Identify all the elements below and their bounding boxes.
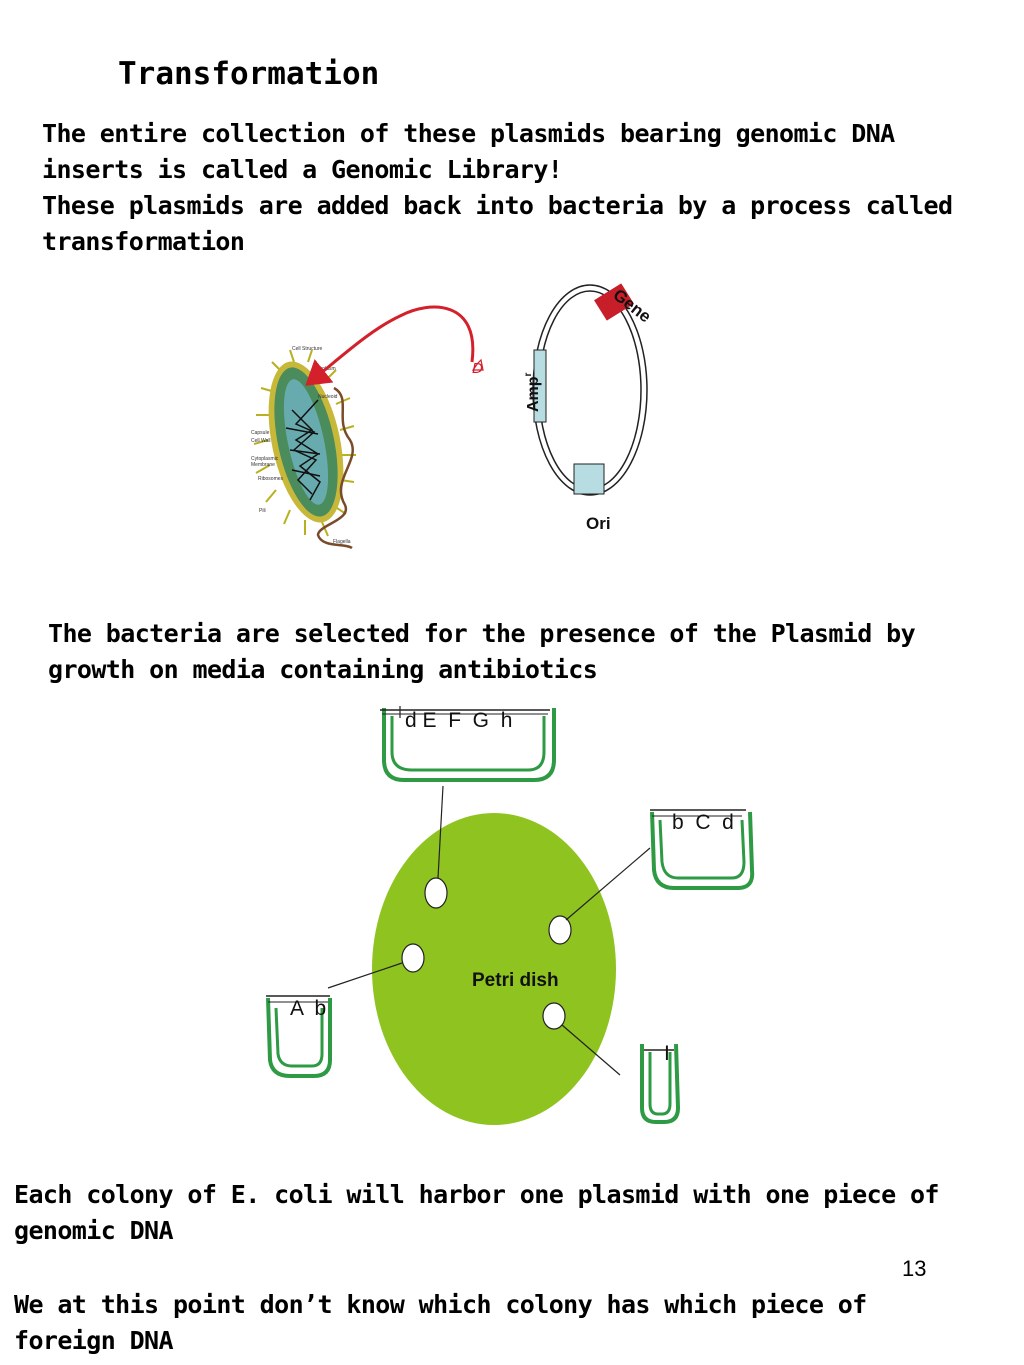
colony-bottom: [542, 1002, 566, 1030]
plasmid-outer-ring: [532, 284, 648, 496]
transformation-arrow: [305, 305, 475, 386]
small-plasmid-label: D: [472, 360, 483, 377]
amp-label: Ampr: [523, 372, 542, 412]
tube-right-label: b C d: [672, 811, 734, 834]
plasmid-map: Gene Ampr Ori: [523, 283, 655, 533]
bacterium-nucleoid: [285, 399, 321, 501]
svg-text:Ribosomes: Ribosomes: [258, 476, 284, 482]
svg-text:Flagella: Flagella: [333, 539, 351, 545]
colony-top: [424, 877, 448, 909]
svg-text:Nucleoid: Nucleoid: [318, 394, 338, 400]
plasmid-inner-ring: [538, 290, 642, 490]
unknown-paragraph: We at this point don’t know which colony…: [14, 1290, 867, 1355]
tube-right: b C d: [650, 809, 755, 890]
petri-dish-label: Petri dish: [472, 970, 559, 991]
page-number: 13: [902, 1256, 927, 1281]
ori-label: Ori: [586, 514, 611, 533]
selection-paragraph: The bacteria are selected for the presen…: [48, 619, 916, 684]
petri-dish: Petri dish: [327, 785, 651, 1125]
svg-text:Capsule: Capsule: [251, 430, 270, 436]
bacterium-cytoplasm: [283, 379, 329, 505]
ori-marker-box: [573, 463, 605, 495]
small-plasmid-icon: [471, 358, 484, 371]
svg-text:Cell Structure: Cell Structure: [292, 346, 323, 352]
svg-text:Pili: Pili: [259, 508, 266, 514]
bacterium-flagellum: [316, 386, 354, 550]
tube-left-label: A b: [290, 997, 326, 1020]
page-title: Transformation: [118, 56, 380, 92]
transformation-paragraph: These plasmids are added back into bacte…: [42, 191, 953, 256]
colony-connector-lines: [327, 785, 651, 1076]
amp-marker-box: [533, 349, 547, 423]
gene-insert-box: [594, 283, 634, 321]
tube-bottom: I: [640, 1042, 681, 1124]
colony-right: [548, 915, 572, 945]
tube-left: A b: [266, 995, 332, 1078]
colony-paragraph: Each colony of E. coli will harbor one p…: [14, 1180, 939, 1245]
svg-text:Cytoplasmic: Cytoplasmic: [251, 456, 279, 462]
svg-text:Membrane: Membrane: [251, 462, 275, 468]
svg-text:Cell Wall: Cell Wall: [251, 438, 271, 444]
colony-left: [401, 943, 425, 973]
colonies: [401, 877, 572, 1030]
tube-bottom-label: I: [664, 1042, 670, 1065]
genomic-library-paragraph: The entire collection of these plasmids …: [42, 119, 895, 184]
bacterium-illustration: Cell Structure Cytoplasm Nucleoid Capsul…: [251, 346, 356, 550]
tube-top: d E F G h: [380, 706, 556, 782]
tube-top-label: d E F G h: [405, 709, 512, 732]
